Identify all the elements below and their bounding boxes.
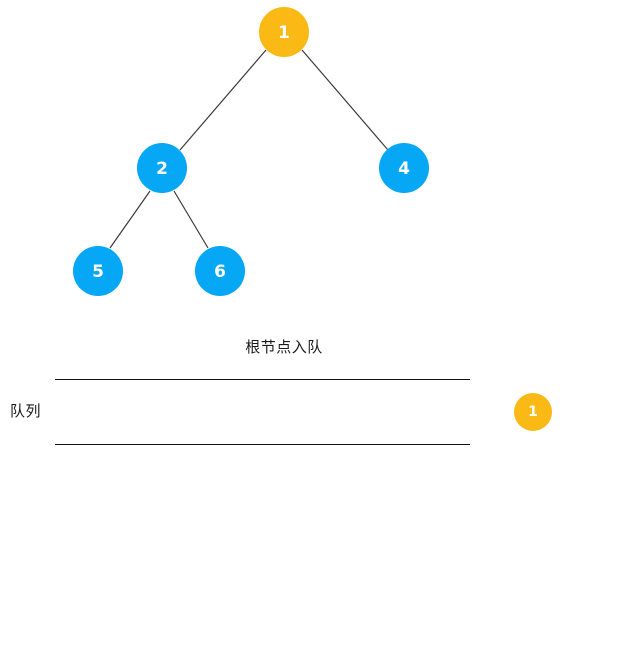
edge-1-to-2 [179, 49, 267, 151]
node-1-circle[interactable] [259, 7, 309, 57]
node-6-circle[interactable] [195, 246, 245, 296]
edge-2-to-5 [109, 190, 151, 249]
node-4-label: 4 [398, 159, 410, 179]
queue-rail-top [55, 379, 470, 380]
node-2-circle[interactable] [137, 143, 187, 193]
node-4-circle[interactable] [379, 143, 429, 193]
step-caption: 根节点入队 [245, 338, 323, 356]
binary-tree-graphic: 1 2 4 5 6 [73, 7, 429, 296]
tree-node-5[interactable]: 5 [73, 246, 123, 296]
queue-rail-bottom [55, 444, 470, 445]
tree-node-1[interactable]: 1 [259, 7, 309, 57]
tree-node-4[interactable]: 4 [379, 143, 429, 193]
queue-item-1[interactable]: 1 [514, 393, 552, 431]
tree-node-6[interactable]: 6 [195, 246, 245, 296]
node-1-label: 1 [278, 23, 290, 43]
tree-edges [109, 49, 389, 249]
node-5-label: 5 [92, 262, 104, 282]
node-2-label: 2 [156, 159, 168, 179]
tree-nodes: 1 2 4 5 6 [73, 7, 429, 296]
node-5-circle[interactable] [73, 246, 123, 296]
tree-node-2[interactable]: 2 [137, 143, 187, 193]
queue-label: 队列 [10, 402, 42, 420]
node-6-label: 6 [214, 262, 226, 282]
edge-1-to-4 [301, 49, 389, 151]
edge-2-to-6 [173, 190, 209, 249]
